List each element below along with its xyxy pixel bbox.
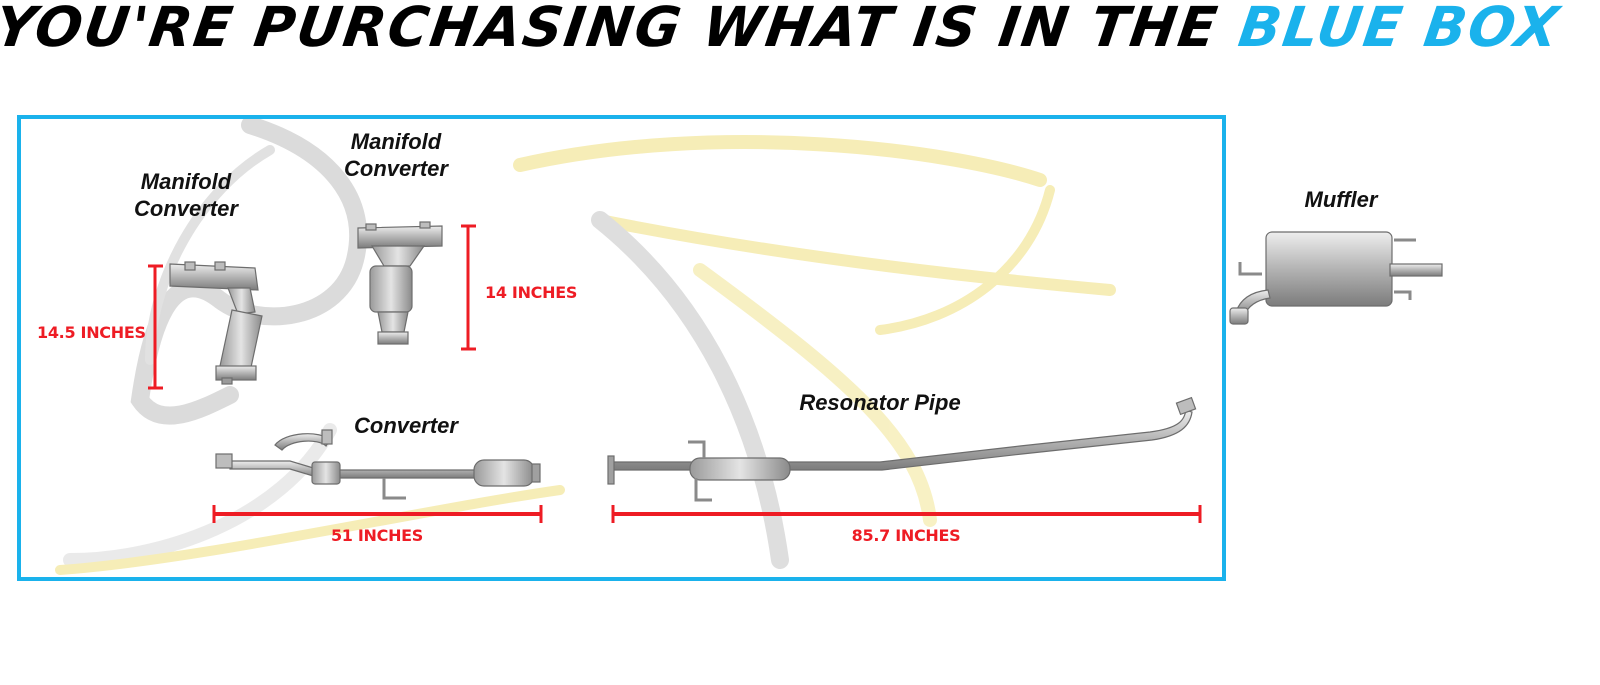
dimension-label-85-7: 85.7 INCHES bbox=[852, 526, 961, 545]
manifold-converter-right-image bbox=[357, 221, 443, 345]
dimension-label-51: 51 INCHES bbox=[331, 526, 423, 545]
dimension-label-14: 14 INCHES bbox=[485, 283, 577, 302]
watermark-logo bbox=[55, 116, 1116, 575]
converter-label: Converter bbox=[354, 413, 459, 438]
resonator-pipe-image bbox=[607, 396, 1197, 502]
manifold-converter-left-label-line2: Converter bbox=[134, 196, 239, 221]
dimension-label-14-5: 14.5 INCHES bbox=[37, 323, 146, 342]
manifold-converter-right-label-line2: Converter bbox=[344, 156, 449, 181]
manifold-converter-left-image bbox=[169, 261, 263, 385]
muffler-image bbox=[1229, 231, 1443, 325]
manifold-converter-right-label-line1: Manifold bbox=[351, 129, 442, 154]
blue-box bbox=[17, 115, 1226, 581]
manifold-converter-left-label-line1: Manifold bbox=[141, 169, 232, 194]
converter-image bbox=[215, 429, 541, 500]
resonator-pipe-label: Resonator Pipe bbox=[799, 390, 960, 415]
muffler-label: Muffler bbox=[1305, 187, 1379, 212]
